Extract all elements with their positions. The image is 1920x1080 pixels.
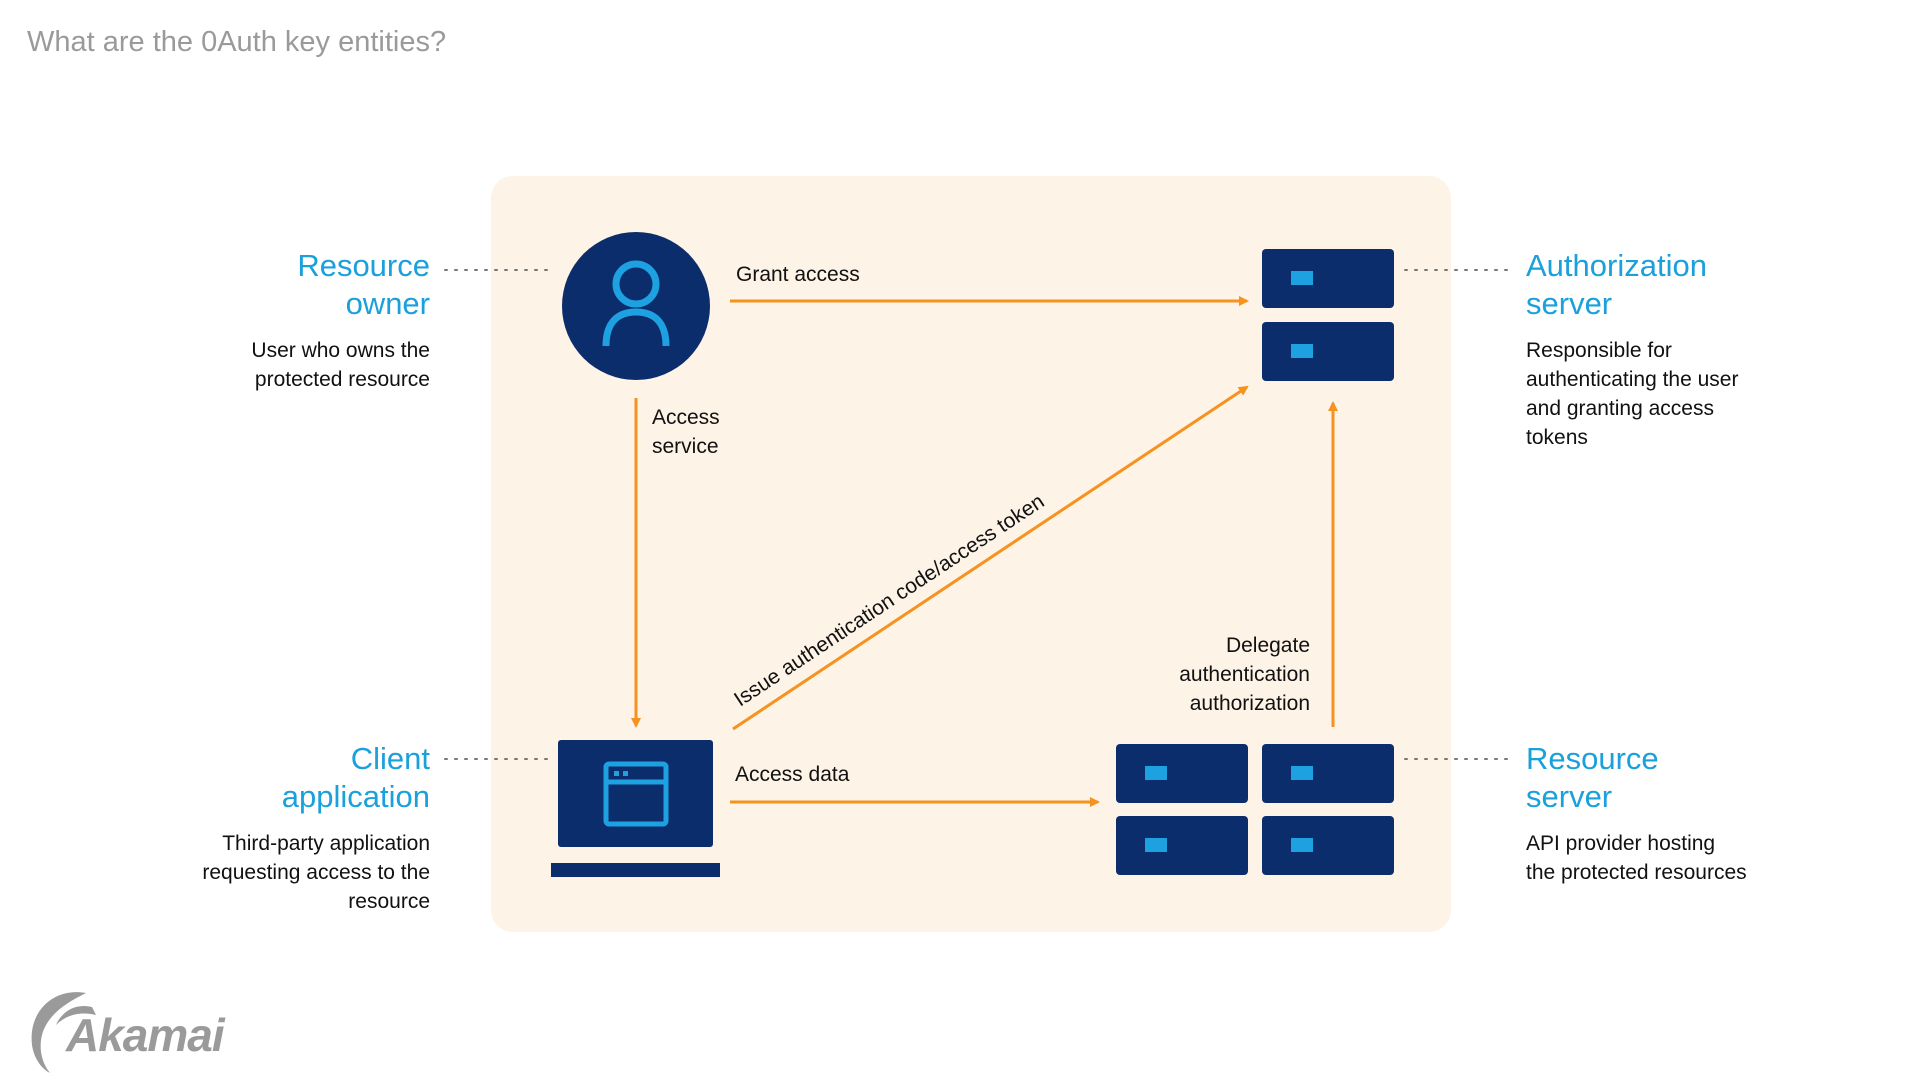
akamai-logo-swoosh xyxy=(31,992,96,1073)
authorization-server-desc-line2: authenticating the user xyxy=(1526,368,1739,391)
resource-owner-desc-line2: protected resource xyxy=(254,368,430,391)
access-service-label: Access service xyxy=(652,403,720,461)
authorization-server-title-line1: Authorization xyxy=(1526,248,1707,283)
resource-owner-description: User who owns the protected resource xyxy=(251,336,430,394)
authorization-server-title-line2: server xyxy=(1526,286,1613,321)
delegate-line3: authorization xyxy=(1189,692,1310,715)
client-application-title-line2: application xyxy=(281,779,430,814)
client-application-desc-line3: resource xyxy=(348,890,430,913)
server-cluster-icon xyxy=(1116,744,1394,875)
client-application-desc-line2: requesting access to the xyxy=(202,861,430,884)
client-application-desc-line1: Third-party application xyxy=(222,832,430,855)
resource-server-title-line1: Resource xyxy=(1526,741,1659,776)
resource-server-title-line2: server xyxy=(1526,779,1613,814)
delegate-label: Delegate authentication authorization xyxy=(1179,631,1310,718)
client-application-title: Client application xyxy=(282,740,430,816)
authorization-server-desc-line3: and granting access xyxy=(1526,397,1714,420)
authorization-server-desc-line1: Responsible for xyxy=(1526,339,1672,362)
resource-owner-title-line2: owner xyxy=(345,286,430,321)
resource-server-desc-line1: API provider hosting xyxy=(1526,832,1716,855)
arrow-issue-token xyxy=(732,385,1249,731)
client-application-title-line1: Client xyxy=(350,741,430,776)
resource-owner-title-line1: Resource xyxy=(297,248,430,283)
access-data-label: Access data xyxy=(735,763,850,786)
resource-server-title: Resource server xyxy=(1526,740,1659,816)
authorization-server-desc-line4: tokens xyxy=(1526,426,1588,449)
server-icon xyxy=(1262,249,1394,381)
delegate-line1: Delegate xyxy=(1225,634,1310,657)
delegate-line2: authentication xyxy=(1179,663,1310,686)
page-title: What are the 0Auth key entities? xyxy=(27,26,447,58)
resource-server-desc-line2: the protected resources xyxy=(1526,861,1747,884)
laptop-icon xyxy=(551,740,720,877)
resource-owner-title: Resource owner xyxy=(297,247,430,323)
akamai-logo: Akamai xyxy=(66,1009,225,1061)
grant-access-label: Grant access xyxy=(736,263,860,286)
authorization-server-description: Responsible for authenticating the user … xyxy=(1526,336,1738,452)
resource-server-description: API provider hosting the protected resou… xyxy=(1526,829,1747,887)
access-service-line1: Access xyxy=(652,406,720,429)
authorization-server-title: Authorization server xyxy=(1526,247,1707,323)
client-application-description: Third-party application requesting acces… xyxy=(202,829,430,916)
access-service-line2: service xyxy=(652,435,719,458)
resource-owner-desc-line1: User who owns the xyxy=(251,339,430,362)
user-icon xyxy=(562,232,710,380)
